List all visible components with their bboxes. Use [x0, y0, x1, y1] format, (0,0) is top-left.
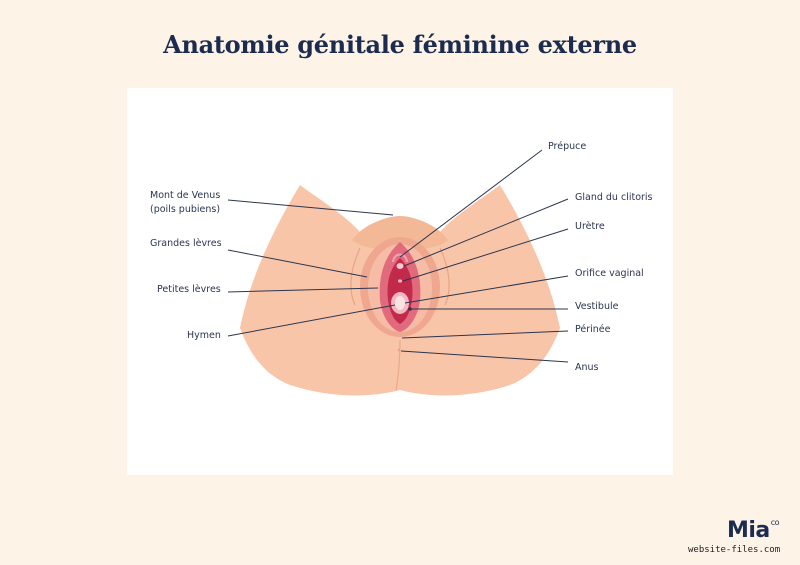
- watermark: website-files.com: [688, 545, 781, 555]
- line-perinee: [401, 330, 569, 339]
- line-grandes-levres: [227, 249, 368, 278]
- vaginal-orifice: [395, 296, 405, 310]
- label-vestibule: Vestibule: [575, 301, 619, 312]
- urethra-opening: [398, 279, 402, 283]
- line-mont-venus: [227, 199, 394, 216]
- line-prepuce: [399, 149, 543, 258]
- label-petites-levres: Petites lèvres: [157, 284, 221, 295]
- line-anus: [400, 350, 569, 363]
- line-orifice: [404, 275, 569, 304]
- brand-logo[interactable]: Miaco: [727, 517, 780, 543]
- label-gland-clitoris: Gland du clitoris: [575, 192, 653, 203]
- right-thigh-crease: [439, 247, 450, 306]
- label-grandes-levres: Grandes lèvres: [150, 238, 222, 249]
- logo-suffix: co: [770, 517, 780, 527]
- anus-mark: [397, 348, 401, 352]
- line-hymen: [227, 304, 396, 337]
- page-title: Anatomie génitale féminine externe: [163, 30, 637, 59]
- label-uretre: Urètre: [575, 221, 605, 232]
- label-perinee: Périnée: [575, 324, 611, 335]
- label-anus: Anus: [575, 362, 599, 373]
- label-hymen: Hymen: [187, 330, 221, 341]
- line-petites-levres: [227, 287, 379, 293]
- logo-name: Mia: [727, 518, 770, 543]
- label-mont-venus-sub: (poils pubiens): [150, 204, 220, 215]
- label-orifice-vaginal: Orifice vaginal: [575, 268, 644, 279]
- line-uretre: [402, 228, 569, 282]
- label-mont-venus: Mont de Venus: [150, 190, 220, 201]
- gluteal-crease: [395, 339, 401, 391]
- label-prepuce: Prépuce: [548, 141, 586, 152]
- pointer-dots: [408, 307, 412, 311]
- leader-lines: [227, 149, 569, 363]
- prepuce-shape: [392, 253, 408, 263]
- clitoris-glans: [396, 263, 404, 269]
- left-thigh-crease: [350, 247, 361, 306]
- line-gland: [403, 198, 569, 267]
- mons-venus-shape: [352, 216, 448, 250]
